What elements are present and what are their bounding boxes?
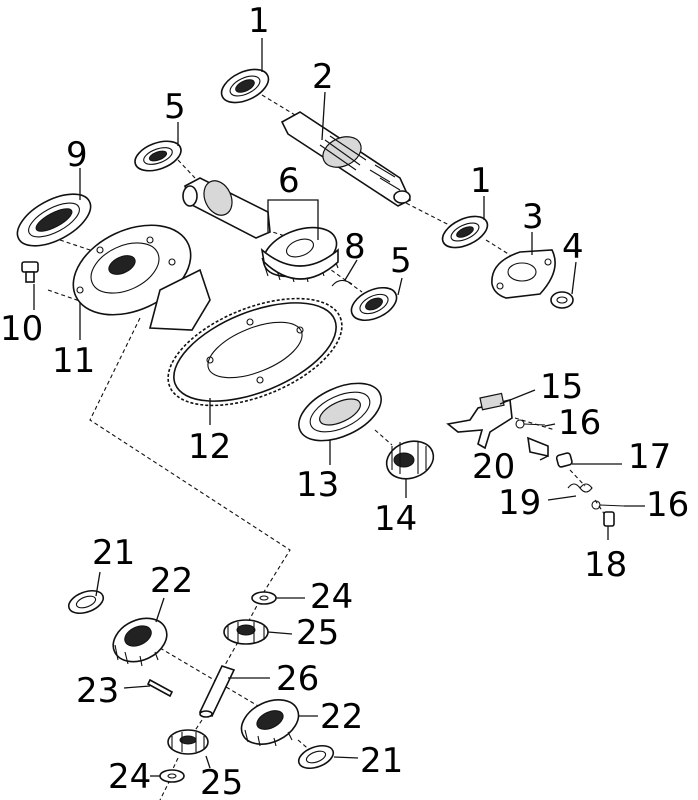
pinion-gear-part-25-upper bbox=[223, 619, 269, 645]
callout-25-upper: 25 bbox=[296, 613, 339, 653]
callout-19: 19 bbox=[498, 483, 541, 523]
callout-22-upper: 22 bbox=[150, 561, 193, 601]
bolt-part-10 bbox=[21, 261, 39, 283]
callout-26: 26 bbox=[276, 659, 319, 699]
snap-ring-part-8 bbox=[331, 279, 353, 287]
callout-16-lower: 16 bbox=[646, 485, 689, 525]
callout-9: 9 bbox=[66, 135, 88, 175]
washer-part-24-lower bbox=[159, 769, 185, 783]
screw-part-18 bbox=[603, 511, 615, 527]
spring-part-17 bbox=[555, 452, 573, 468]
lever-part-20 bbox=[527, 436, 549, 457]
nut-part-4 bbox=[550, 291, 574, 309]
washer-part-24-upper bbox=[251, 591, 277, 605]
leader-lines bbox=[33, 38, 645, 777]
seal-part-9 bbox=[16, 193, 92, 247]
callout-6: 6 bbox=[278, 161, 300, 201]
pinion-gear-part-25-lower bbox=[167, 729, 209, 755]
bearing-part-1-lower bbox=[441, 215, 489, 249]
callout-14: 14 bbox=[374, 499, 417, 539]
callout-23: 23 bbox=[76, 671, 119, 711]
callout-8: 8 bbox=[344, 227, 366, 267]
roll-pin-part-23 bbox=[146, 678, 174, 698]
callout-24-lower: 24 bbox=[108, 757, 151, 797]
callout-15: 15 bbox=[540, 367, 583, 407]
bevel-gear-part-22-upper bbox=[112, 617, 168, 667]
callout-24-upper: 24 bbox=[310, 577, 353, 617]
callout-13: 13 bbox=[296, 465, 339, 505]
bevel-gear-part-22-lower bbox=[240, 699, 300, 747]
ring-gear-part-12 bbox=[167, 297, 343, 407]
callout-11: 11 bbox=[52, 341, 95, 381]
callout-10: 10 bbox=[0, 309, 43, 349]
callout-4: 4 bbox=[562, 227, 584, 267]
cover-part-3 bbox=[491, 249, 556, 299]
callout-21-upper: 21 bbox=[92, 533, 135, 573]
callout-16-upper: 16 bbox=[558, 403, 601, 443]
spring-part-19 bbox=[567, 483, 593, 493]
callout-18: 18 bbox=[584, 545, 627, 585]
cross-shaft-part-26 bbox=[198, 665, 236, 718]
callout-21-lower: 21 bbox=[360, 741, 403, 781]
callout-25-lower: 25 bbox=[200, 763, 243, 800]
callout-1-top: 1 bbox=[248, 1, 270, 41]
pin-part-16-upper bbox=[515, 419, 546, 429]
washer-part-21-upper bbox=[67, 589, 105, 615]
coupler-part-14 bbox=[385, 440, 435, 480]
callout-2: 2 bbox=[312, 57, 334, 97]
callout-20: 20 bbox=[472, 447, 515, 487]
callout-1-lower: 1 bbox=[470, 161, 492, 201]
bearing-part-5-lower bbox=[350, 286, 398, 322]
bearing-part-1-top bbox=[220, 68, 270, 104]
callout-5-upper: 5 bbox=[164, 87, 186, 127]
pin-part-16-lower bbox=[591, 500, 625, 510]
diff-case-part-11 bbox=[72, 224, 211, 331]
callout-5-lower: 5 bbox=[390, 241, 412, 281]
shift-fork-part-15 bbox=[446, 392, 513, 450]
washer-part-21-lower bbox=[297, 744, 335, 770]
input-shaft bbox=[182, 177, 271, 239]
callout-22-lower: 22 bbox=[320, 697, 363, 737]
bearing-part-5-upper bbox=[134, 140, 182, 172]
callout-3: 3 bbox=[522, 197, 544, 237]
callout-12: 12 bbox=[188, 427, 231, 467]
bearing-part-13 bbox=[298, 382, 382, 442]
shaft-part-2 bbox=[280, 111, 412, 207]
callout-17: 17 bbox=[628, 437, 671, 477]
